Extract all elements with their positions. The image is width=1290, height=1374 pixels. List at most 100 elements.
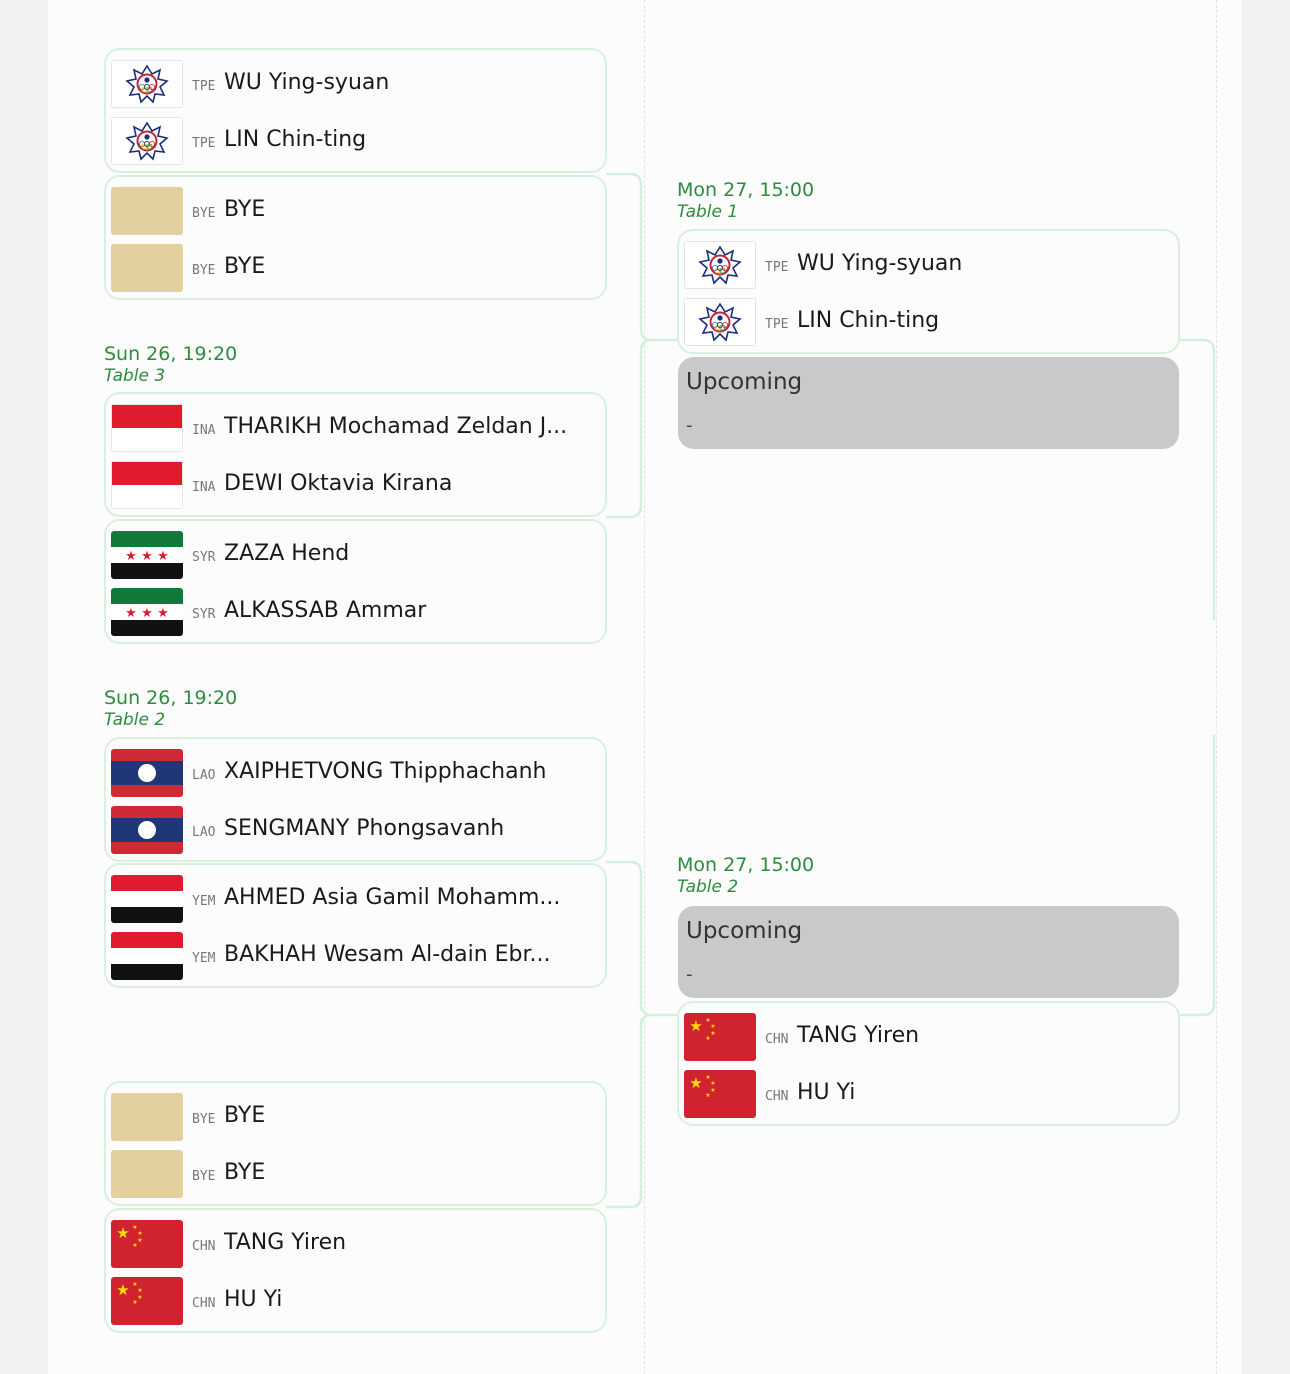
tpe-flag-icon xyxy=(111,60,183,108)
country-code: BYE xyxy=(192,1112,216,1127)
player-row[interactable]: CHN HU Yi xyxy=(679,1062,1178,1119)
yem-flag-icon xyxy=(111,932,183,980)
player-name[interactable]: DEWI Oktavia Kirana xyxy=(224,471,453,496)
upcoming-slot[interactable]: Upcoming - xyxy=(678,906,1179,998)
match-card[interactable]: YEM AHMED Asia Gamil Mohamm... YEM BAKHA… xyxy=(104,863,607,988)
bye-placeholder-icon xyxy=(111,187,183,235)
country-code: SYR xyxy=(192,607,216,622)
country-code: TPE xyxy=(192,79,216,94)
chn-flag-icon xyxy=(111,1277,183,1325)
chn-flag-icon xyxy=(684,1070,756,1118)
player-name: BYE xyxy=(224,254,266,279)
player-row[interactable]: INA DEWI Oktavia Kirana xyxy=(106,453,605,510)
player-name[interactable]: SENGMANY Phongsavanh xyxy=(224,816,505,841)
ina-flag-icon xyxy=(111,461,183,509)
country-code: LAO xyxy=(192,825,216,840)
player-name[interactable]: TANG Yiren xyxy=(224,1230,347,1255)
country-code: INA xyxy=(192,423,216,438)
match-table: Table 1 xyxy=(677,202,739,222)
player-row[interactable]: SYR ZAZA Hend xyxy=(106,523,605,580)
player-row[interactable]: LAO XAIPHETVONG Thipphachanh xyxy=(106,741,605,798)
match-time: Sun 26, 19:20 xyxy=(104,687,238,709)
player-name: BYE xyxy=(224,1160,266,1185)
bye-placeholder-icon xyxy=(111,244,183,292)
upcoming-slot[interactable]: Upcoming - xyxy=(678,357,1179,449)
tpe-flag-icon xyxy=(684,298,756,346)
country-code: CHN xyxy=(192,1296,216,1311)
match-card[interactable]: TPE WU Ying-syuan TPE LIN Chin-ting xyxy=(677,229,1180,354)
player-name[interactable]: LIN Chin-ting xyxy=(797,308,940,333)
player-row: BYE BYE xyxy=(106,1085,605,1142)
match-card[interactable]: CHN TANG Yiren CHN HU Yi xyxy=(104,1208,607,1333)
player-row: BYE BYE xyxy=(106,236,605,293)
country-code: TPE xyxy=(765,260,789,275)
bye-placeholder-icon xyxy=(111,1093,183,1141)
match-time: Sun 26, 19:20 xyxy=(104,343,238,365)
country-code: BYE xyxy=(192,1169,216,1184)
upcoming-label: Upcoming xyxy=(686,369,803,395)
lao-flag-icon xyxy=(111,749,183,797)
syr-flag-icon xyxy=(111,531,183,579)
player-name[interactable]: WU Ying-syuan xyxy=(797,251,963,276)
match-table: Table 2 xyxy=(104,710,166,730)
match-card[interactable]: LAO XAIPHETVONG Thipphachanh LAO SENGMAN… xyxy=(104,737,607,862)
player-name: BYE xyxy=(224,1103,266,1128)
player-row[interactable]: TPE WU Ying-syuan xyxy=(106,52,605,109)
match-table: Table 3 xyxy=(104,366,166,386)
player-name[interactable]: HU Yi xyxy=(224,1287,283,1312)
player-row[interactable]: YEM AHMED Asia Gamil Mohamm... xyxy=(106,867,605,924)
player-row[interactable]: CHN HU Yi xyxy=(106,1269,605,1326)
match-time: Mon 27, 15:00 xyxy=(677,179,815,201)
upcoming-placeholder: - xyxy=(686,964,693,985)
player-name[interactable]: XAIPHETVONG Thipphachanh xyxy=(224,759,547,784)
player-name[interactable]: HU Yi xyxy=(797,1080,856,1105)
player-name[interactable]: TANG Yiren xyxy=(797,1023,920,1048)
match-card[interactable]: INA THARIKH Mochamad Zeldan J... INA DEW… xyxy=(104,392,607,517)
match-card[interactable]: SYR ZAZA Hend SYR ALKASSAB Ammar xyxy=(104,519,607,644)
player-row[interactable]: INA THARIKH Mochamad Zeldan J... xyxy=(106,396,605,453)
round-divider xyxy=(1216,0,1217,1374)
tpe-flag-icon xyxy=(684,241,756,289)
round-divider xyxy=(644,0,645,1374)
country-code: CHN xyxy=(765,1089,789,1104)
country-code: YEM xyxy=(192,951,216,966)
player-row[interactable]: YEM BAKHAH Wesam Al-dain Ebr... xyxy=(106,924,605,981)
country-code: CHN xyxy=(765,1032,789,1047)
country-code: BYE xyxy=(192,263,216,278)
match-card[interactable]: TPE WU Ying-syuan TPE LIN Chin-ting xyxy=(104,48,607,173)
country-code: BYE xyxy=(192,206,216,221)
country-code: TPE xyxy=(765,317,789,332)
country-code: CHN xyxy=(192,1239,216,1254)
match-time: Mon 27, 15:00 xyxy=(677,854,815,876)
player-row[interactable]: CHN TANG Yiren xyxy=(106,1212,605,1269)
player-row[interactable]: TPE LIN Chin-ting xyxy=(106,109,605,166)
lao-flag-icon xyxy=(111,806,183,854)
player-row[interactable]: CHN TANG Yiren xyxy=(679,1005,1178,1062)
player-row[interactable]: TPE WU Ying-syuan xyxy=(679,233,1178,290)
match-card[interactable]: CHN TANG Yiren CHN HU Yi xyxy=(677,1001,1180,1126)
player-name[interactable]: THARIKH Mochamad Zeldan J... xyxy=(224,414,568,439)
yem-flag-icon xyxy=(111,875,183,923)
player-row[interactable]: SYR ALKASSAB Ammar xyxy=(106,580,605,637)
player-name: BYE xyxy=(224,197,266,222)
player-row[interactable]: TPE LIN Chin-ting xyxy=(679,290,1178,347)
ina-flag-icon xyxy=(111,404,183,452)
match-card[interactable]: BYE BYE BYE BYE xyxy=(104,1081,607,1206)
player-name[interactable]: ALKASSAB Ammar xyxy=(224,598,427,623)
chn-flag-icon xyxy=(111,1220,183,1268)
upcoming-label: Upcoming xyxy=(686,918,803,944)
chn-flag-icon xyxy=(684,1013,756,1061)
player-name[interactable]: AHMED Asia Gamil Mohamm... xyxy=(224,885,561,910)
upcoming-placeholder: - xyxy=(686,415,693,436)
match-card[interactable]: BYE BYE BYE BYE xyxy=(104,175,607,300)
player-name[interactable]: LIN Chin-ting xyxy=(224,127,367,152)
tpe-flag-icon xyxy=(111,117,183,165)
player-row[interactable]: LAO SENGMANY Phongsavanh xyxy=(106,798,605,855)
country-code: YEM xyxy=(192,894,216,909)
player-name[interactable]: WU Ying-syuan xyxy=(224,70,390,95)
country-code: TPE xyxy=(192,136,216,151)
player-name[interactable]: BAKHAH Wesam Al-dain Ebr... xyxy=(224,942,551,967)
player-name[interactable]: ZAZA Hend xyxy=(224,541,350,566)
country-code: SYR xyxy=(192,550,216,565)
